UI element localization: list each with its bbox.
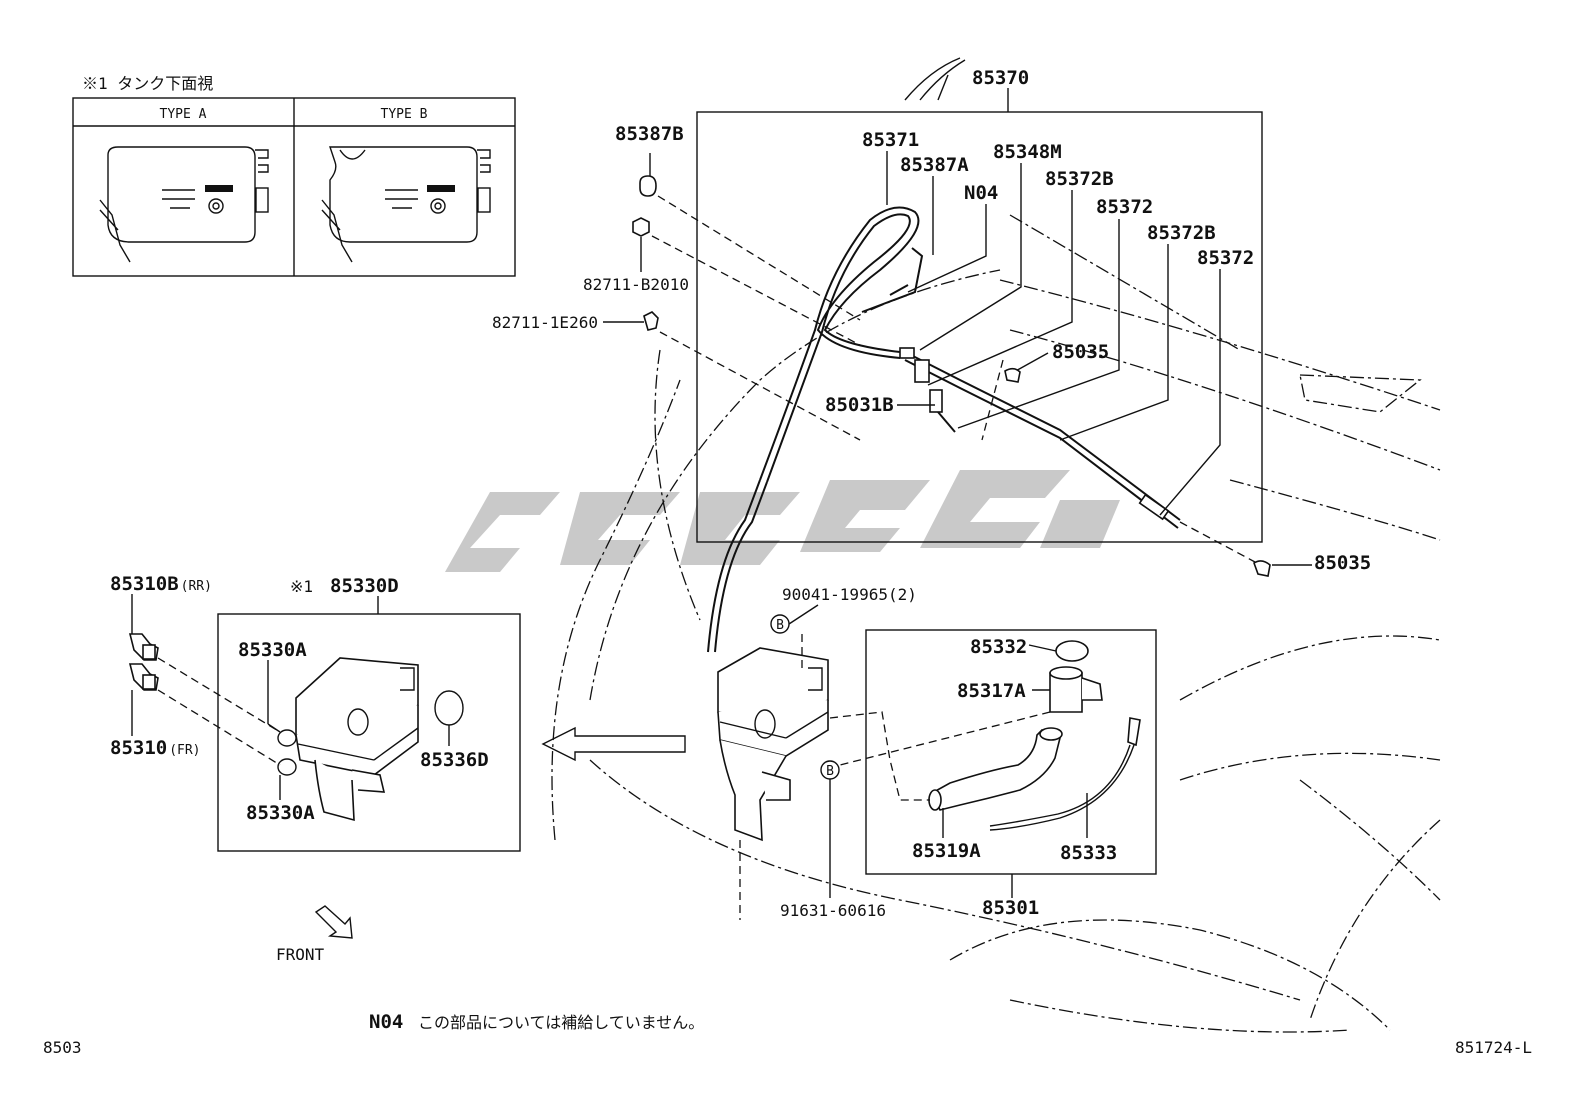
note-text: この部品については補給していません。 [418, 1013, 704, 1032]
label-85348m: 85348M [993, 141, 1062, 163]
clip-82711-1e260 [603, 311, 861, 441]
pump-85310 [128, 663, 281, 766]
label-90041: 90041-19965(2) [782, 585, 917, 604]
label-85330d-mark: ※1 [290, 577, 313, 596]
label-front: FRONT [276, 945, 325, 964]
washer-tank-center [717, 634, 829, 920]
label-85371: 85371 [862, 129, 919, 151]
label-85372-2: 85372 [1197, 247, 1254, 269]
callout-b-top-label: B [776, 618, 784, 633]
clip-82711-b2010 [632, 217, 861, 346]
label-85372b-1: 85372B [1045, 168, 1114, 190]
grommet-85330a-top [267, 660, 297, 747]
callout-b-top [770, 604, 819, 634]
label-82711-1e260: 82711-1E260 [492, 313, 598, 332]
label-n04: N04 [964, 182, 998, 204]
label-85301: 85301 [982, 897, 1039, 919]
label-85330a-1: 85330A [238, 639, 307, 661]
cap-85332 [1028, 640, 1089, 662]
gasket-85336d [434, 690, 464, 746]
grommet-85330a-bottom [277, 758, 297, 800]
inlet-85317a [839, 666, 1103, 766]
callout-b-bottom [820, 760, 840, 898]
front-arrow [314, 905, 353, 939]
label-85333: 85333 [1060, 842, 1117, 864]
label-85387a: 85387A [900, 154, 969, 176]
pump-85310b [128, 594, 281, 733]
type-a-tank-drawing [99, 146, 269, 263]
label-85310b: 85310B(RR) [110, 573, 212, 595]
note-code: N04 [369, 1011, 403, 1033]
label-85319a: 85319A [912, 840, 981, 862]
inset-title: ※1 タンク下面視 [82, 74, 213, 93]
strap-85333 [989, 717, 1141, 838]
label-85372-1: 85372 [1096, 196, 1153, 218]
footer-left-code: 8503 [43, 1038, 82, 1057]
footer-right-code: 851724-L [1455, 1038, 1532, 1057]
label-85330a-2: 85330A [246, 802, 315, 824]
box-85301 [865, 629, 1157, 875]
label-91631: 91631-60616 [780, 901, 886, 920]
type-a-label: TYPE A [160, 107, 207, 122]
leaders-85370 [886, 151, 1221, 516]
label-85031b: 85031B [825, 394, 894, 416]
watermark-logo [445, 470, 1120, 572]
joint-85372b-85031b [899, 347, 956, 433]
inset-tank-bottom-view [72, 97, 516, 277]
washer-tank-85330d [295, 657, 419, 822]
hose-85348m [904, 351, 1181, 521]
left-pointing-arrow [541, 726, 686, 762]
joint-85372b-2 [1138, 493, 1170, 521]
label-85330d: 85330D [330, 575, 399, 597]
label-85370: 85370 [972, 67, 1029, 89]
label-85332: 85332 [970, 636, 1027, 658]
pipe-85319a [928, 727, 1063, 838]
box-85330d [217, 613, 521, 852]
callout-b-bottom-label: B [826, 764, 834, 779]
label-85310: 85310(FR) [110, 737, 201, 759]
label-85317a: 85317A [957, 680, 1026, 702]
label-85372b-2: 85372B [1147, 222, 1216, 244]
type-b-tank-drawing [321, 146, 491, 263]
box-85370 [696, 111, 1263, 543]
clip-85387a [861, 247, 924, 313]
label-82711-b2010: 82711-B2010 [583, 275, 689, 294]
label-85035-2: 85035 [1314, 552, 1371, 574]
clip-85387b [639, 153, 861, 321]
clip-85035 [1004, 367, 1312, 577]
label-85035-1: 85035 [1052, 341, 1109, 363]
hose-85371 [707, 206, 920, 653]
type-b-label: TYPE B [381, 107, 428, 122]
label-85336d: 85336D [420, 749, 489, 771]
label-85387b: 85387B [615, 123, 684, 145]
dash-link-85301 [829, 711, 930, 801]
